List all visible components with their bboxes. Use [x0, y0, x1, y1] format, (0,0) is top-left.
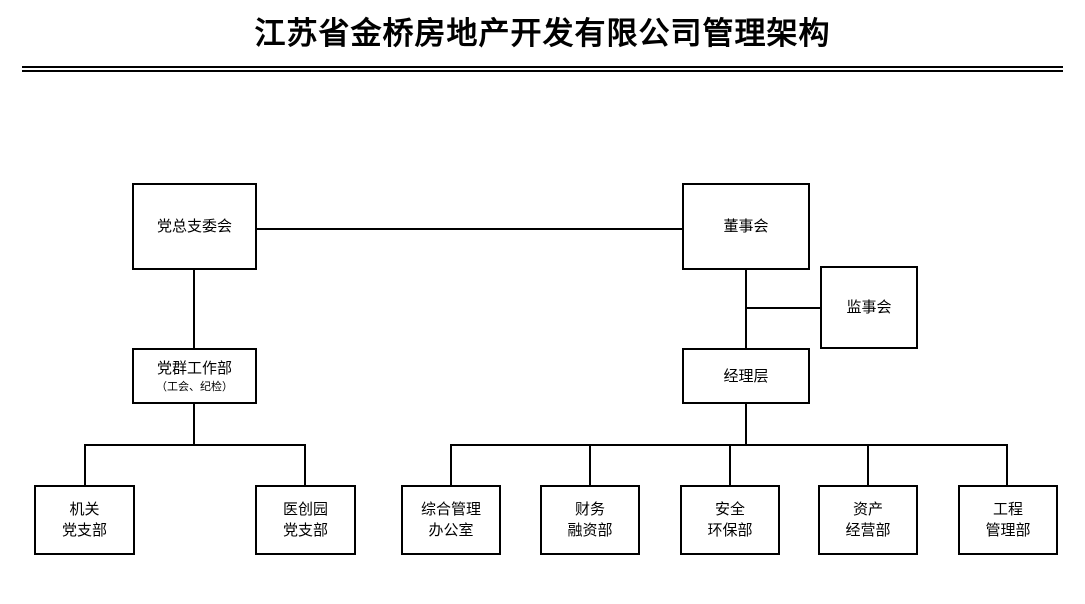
node-dept-engineering-label-line2: 管理部 — [985, 521, 1031, 539]
connector-dept-general-office — [450, 444, 452, 485]
connector-dept-finance — [589, 444, 591, 485]
node-management-layer[interactable]: 经理层 — [682, 348, 810, 404]
connector-dept-asset — [867, 444, 869, 485]
connector-branch-organs — [84, 444, 86, 485]
connector-dept-engineering — [1006, 444, 1008, 485]
bus-party-branches — [84, 444, 306, 446]
connector-party-to-board — [257, 228, 682, 230]
node-dept-asset[interactable]: 资产 经营部 — [818, 485, 918, 555]
connector-party-to-partywork — [193, 270, 195, 348]
connector-board-to-management — [745, 270, 747, 348]
node-branch-medpark-label-line2: 党支部 — [282, 521, 328, 539]
node-dept-general-office-label-line1: 综合管理 — [420, 500, 481, 518]
node-board-of-supervisors-label: 监事会 — [846, 298, 892, 316]
connector-partywork-drop — [193, 404, 195, 446]
node-branch-organs-label-line1: 机关 — [69, 500, 100, 518]
node-board-of-directors[interactable]: 董事会 — [682, 183, 810, 270]
node-management-layer-label: 经理层 — [723, 366, 769, 385]
node-dept-engineering-label-line1: 工程 — [992, 500, 1023, 518]
node-dept-finance-label-line1: 财务 — [574, 500, 605, 518]
node-dept-safety-label-line1: 安全 — [714, 500, 745, 518]
connector-board-to-supervisors — [745, 307, 820, 309]
node-board-of-supervisors[interactable]: 监事会 — [820, 266, 918, 349]
node-dept-safety-label-line2: 环保部 — [707, 521, 753, 539]
node-dept-safety[interactable]: 安全 环保部 — [680, 485, 780, 555]
node-party-committee-label: 党总支委会 — [156, 217, 232, 235]
node-branch-organs-label-line2: 党支部 — [61, 521, 107, 539]
node-party-work-dept-sublabel: （工会、纪检） — [156, 379, 233, 393]
title-divider-line-bottom — [22, 70, 1063, 72]
node-dept-general-office[interactable]: 综合管理 办公室 — [401, 485, 501, 555]
connector-dept-safety — [729, 444, 731, 485]
connector-branch-medpark — [304, 444, 306, 485]
title-divider-line-top — [22, 66, 1063, 68]
node-dept-general-office-label-line2: 办公室 — [428, 521, 474, 539]
node-dept-engineering[interactable]: 工程 管理部 — [958, 485, 1058, 555]
node-party-work-dept-label: 党群工作部 — [156, 358, 232, 377]
node-board-of-directors-label: 董事会 — [723, 217, 769, 235]
node-party-committee[interactable]: 党总支委会 — [132, 183, 257, 270]
node-party-work-dept[interactable]: 党群工作部 （工会、纪检） — [132, 348, 257, 404]
node-dept-finance-label-line2: 融资部 — [567, 521, 613, 539]
node-branch-medpark-label-line1: 医创园 — [282, 500, 328, 518]
node-branch-organs[interactable]: 机关 党支部 — [34, 485, 135, 555]
title-divider — [22, 66, 1063, 72]
node-dept-asset-label-line2: 经营部 — [845, 521, 891, 539]
connector-management-drop — [745, 404, 747, 446]
node-dept-asset-label-line1: 资产 — [852, 500, 883, 518]
node-branch-medpark[interactable]: 医创园 党支部 — [255, 485, 356, 555]
page-title: 江苏省金桥房地产开发有限公司管理架构 — [254, 16, 831, 52]
node-dept-finance[interactable]: 财务 融资部 — [540, 485, 640, 555]
